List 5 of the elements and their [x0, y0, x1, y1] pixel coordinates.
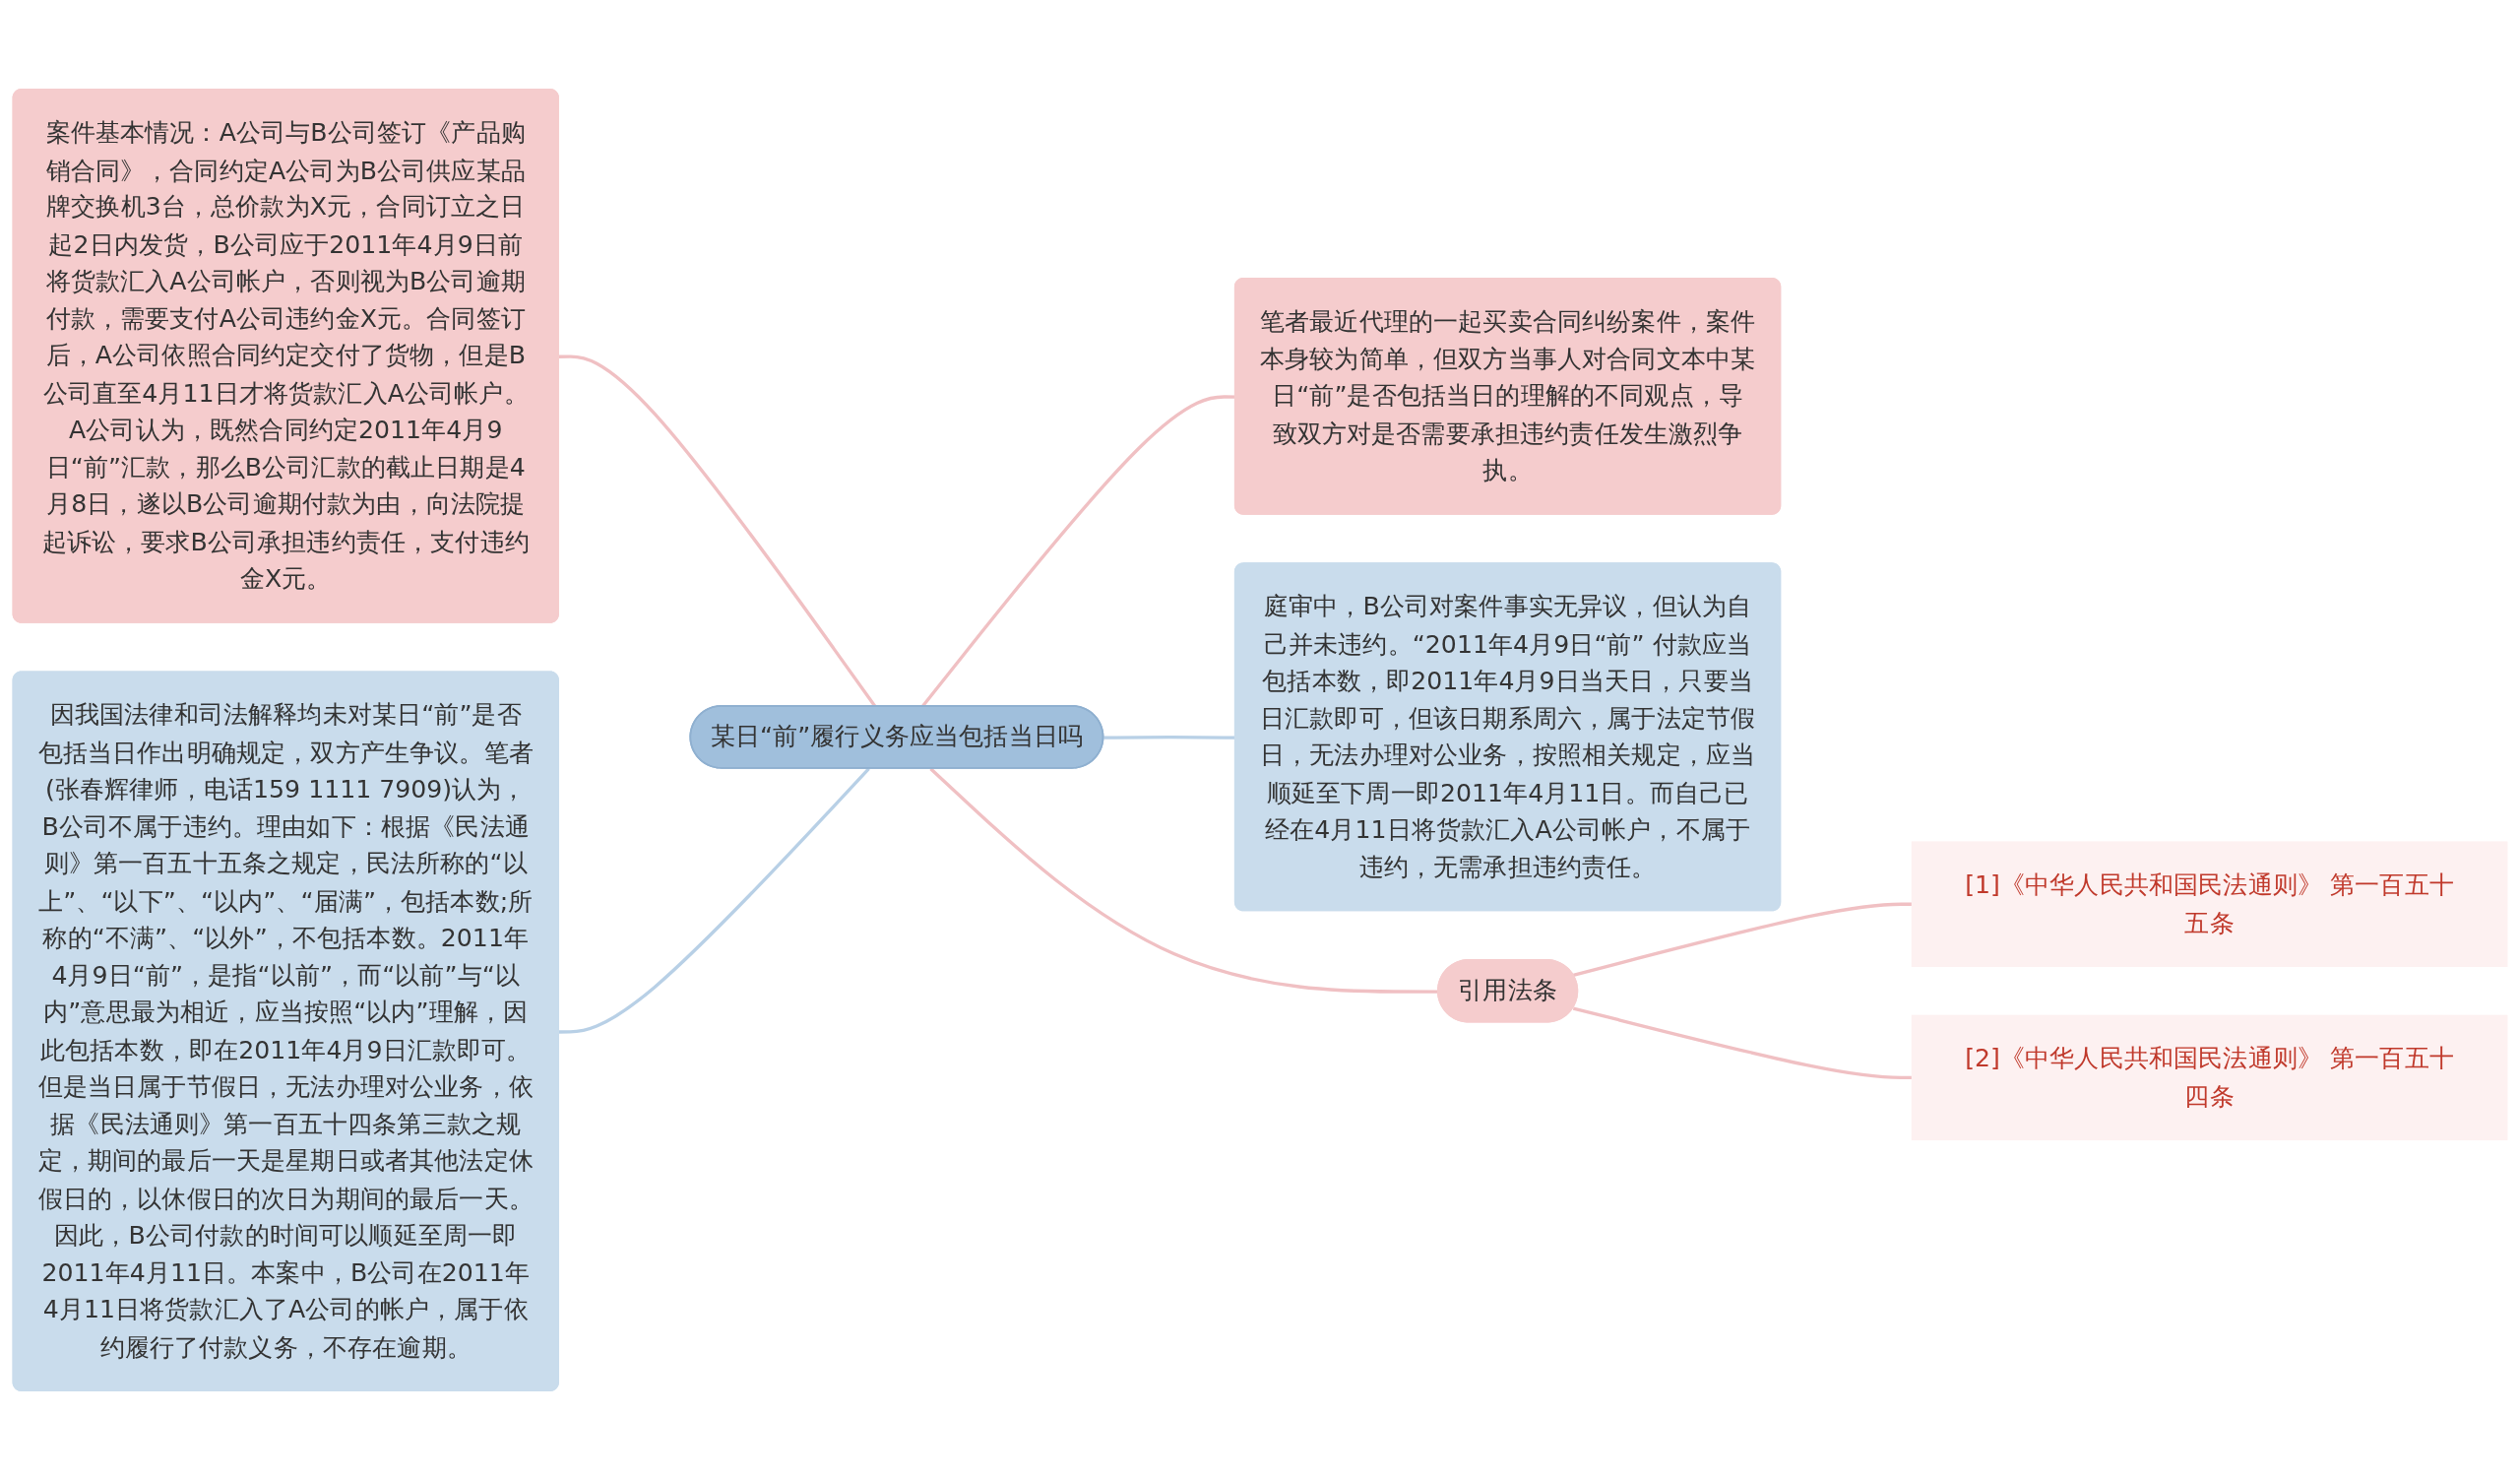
node-box: [1]《中华人民共和国民法通则》 第一百五十五条	[1911, 841, 2508, 967]
node-box: [2]《中华人民共和国民法通则》 第一百五十四条	[1911, 1014, 2508, 1141]
connector	[1572, 902, 1913, 977]
connector	[558, 767, 870, 1034]
connector	[1572, 1006, 1913, 1080]
